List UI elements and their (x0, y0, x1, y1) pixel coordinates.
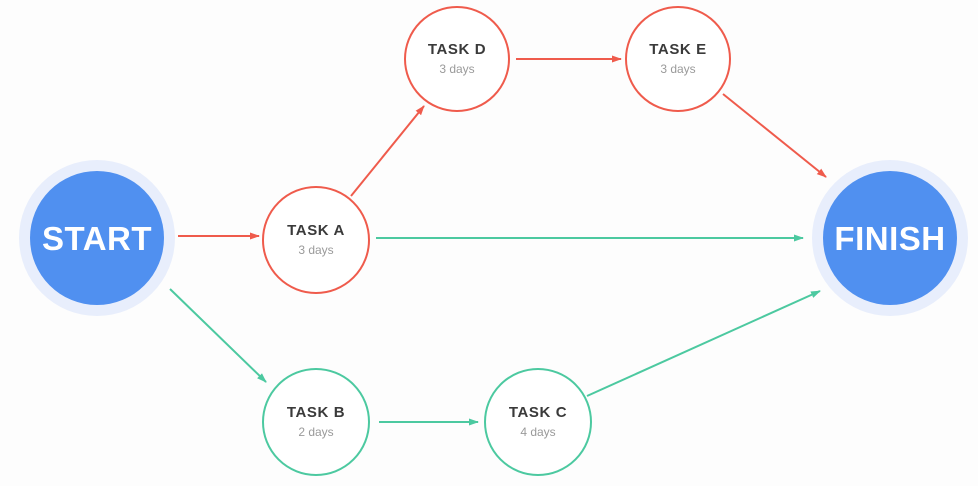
node-duration-task-b: 2 days (298, 424, 334, 439)
node-label-start: START (41, 219, 153, 257)
node-label-task-a: TASK A (287, 222, 345, 240)
node-start[interactable]: START (30, 171, 164, 305)
node-task-d[interactable]: TASK D 3 days (404, 6, 510, 112)
node-task-e[interactable]: TASK E 3 days (625, 6, 731, 112)
node-duration-task-e: 3 days (660, 61, 696, 76)
node-duration-task-d: 3 days (439, 61, 475, 76)
node-finish[interactable]: FINISH (823, 171, 957, 305)
node-label-task-e: TASK E (649, 41, 707, 59)
edge-task-c-to-finish (586, 290, 821, 397)
edge-start-to-task-b (169, 288, 267, 383)
edge-task-e-to-finish (722, 93, 827, 178)
node-label-finish: FINISH (834, 219, 946, 257)
node-duration-task-c: 4 days (520, 424, 556, 439)
node-label-task-b: TASK B (286, 404, 346, 422)
node-duration-task-a: 3 days (298, 242, 334, 257)
edge-task-a-to-task-d (350, 105, 425, 197)
node-task-c[interactable]: TASK C 4 days (484, 368, 592, 476)
node-task-b[interactable]: TASK B 2 days (262, 368, 370, 476)
node-label-task-d: TASK D (427, 41, 487, 59)
node-label-task-c: TASK C (508, 404, 568, 422)
node-task-a[interactable]: TASK A 3 days (262, 186, 370, 294)
